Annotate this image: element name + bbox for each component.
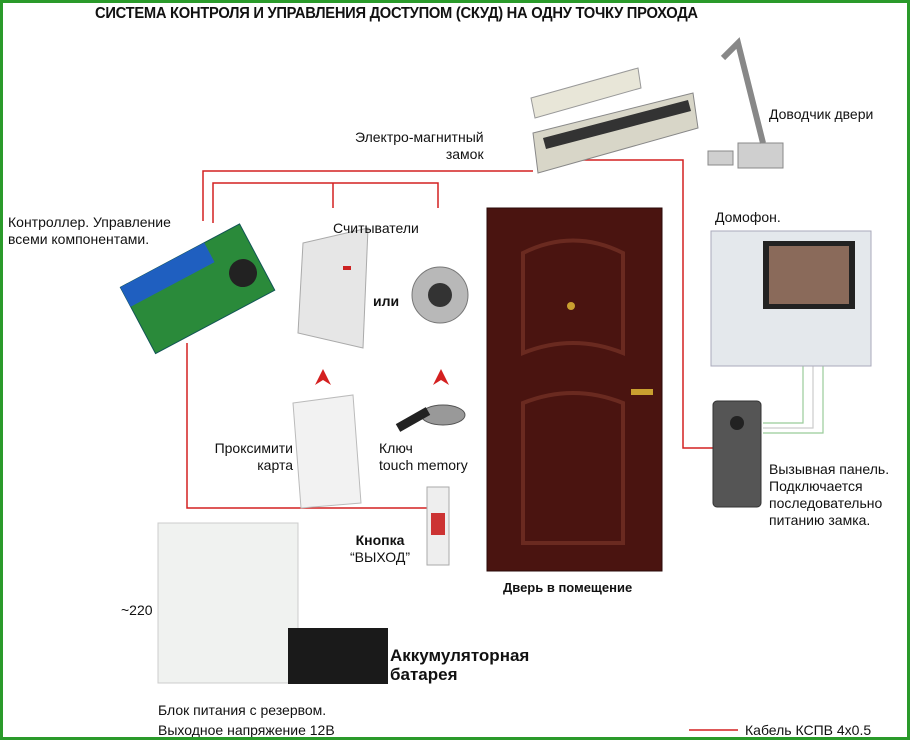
card-reader-image (297, 227, 369, 349)
psu-label: Блок питания с резервом.Выходное напряже… (158, 702, 335, 738)
arrow-icons (315, 369, 449, 385)
exit-button-image (426, 486, 450, 566)
or-label: или (373, 293, 400, 309)
intercom-label: Домофон. (715, 209, 781, 225)
controller-board-image (119, 223, 276, 355)
door-image (486, 207, 663, 572)
legend-label: Кабель КСПВ 4х0.5 (745, 722, 872, 738)
readers-label: Считыватели (333, 220, 419, 236)
magnetic-lock-image (530, 67, 699, 174)
mains-label: ~220 (121, 602, 153, 618)
closer-label: Доводчик двери (769, 106, 874, 122)
cable-controller-readers (212, 182, 439, 223)
cable-controller-lock (202, 170, 533, 221)
cable-lines (119, 37, 872, 731)
intercom-image (710, 230, 872, 367)
cable-lock-callpanel (578, 159, 715, 449)
touch-memory-key-image (395, 404, 466, 432)
door-label: Дверь в помещение (503, 580, 633, 595)
exit-button-label: Кнопка“ВЫХОД” (350, 532, 410, 565)
battery-image (288, 628, 388, 684)
proximity-card-image (292, 394, 362, 509)
diagram-title: СИСТЕМА КОНТРОЛЯ И УПРАВЛЕНИЯ ДОСТУПОМ (… (95, 5, 698, 22)
power-supply-image (157, 522, 299, 684)
cable-controller-exit (186, 343, 431, 509)
touch-memory-reader-image (411, 266, 469, 324)
door-closer-image (707, 37, 784, 169)
call-panel-image (712, 400, 762, 508)
